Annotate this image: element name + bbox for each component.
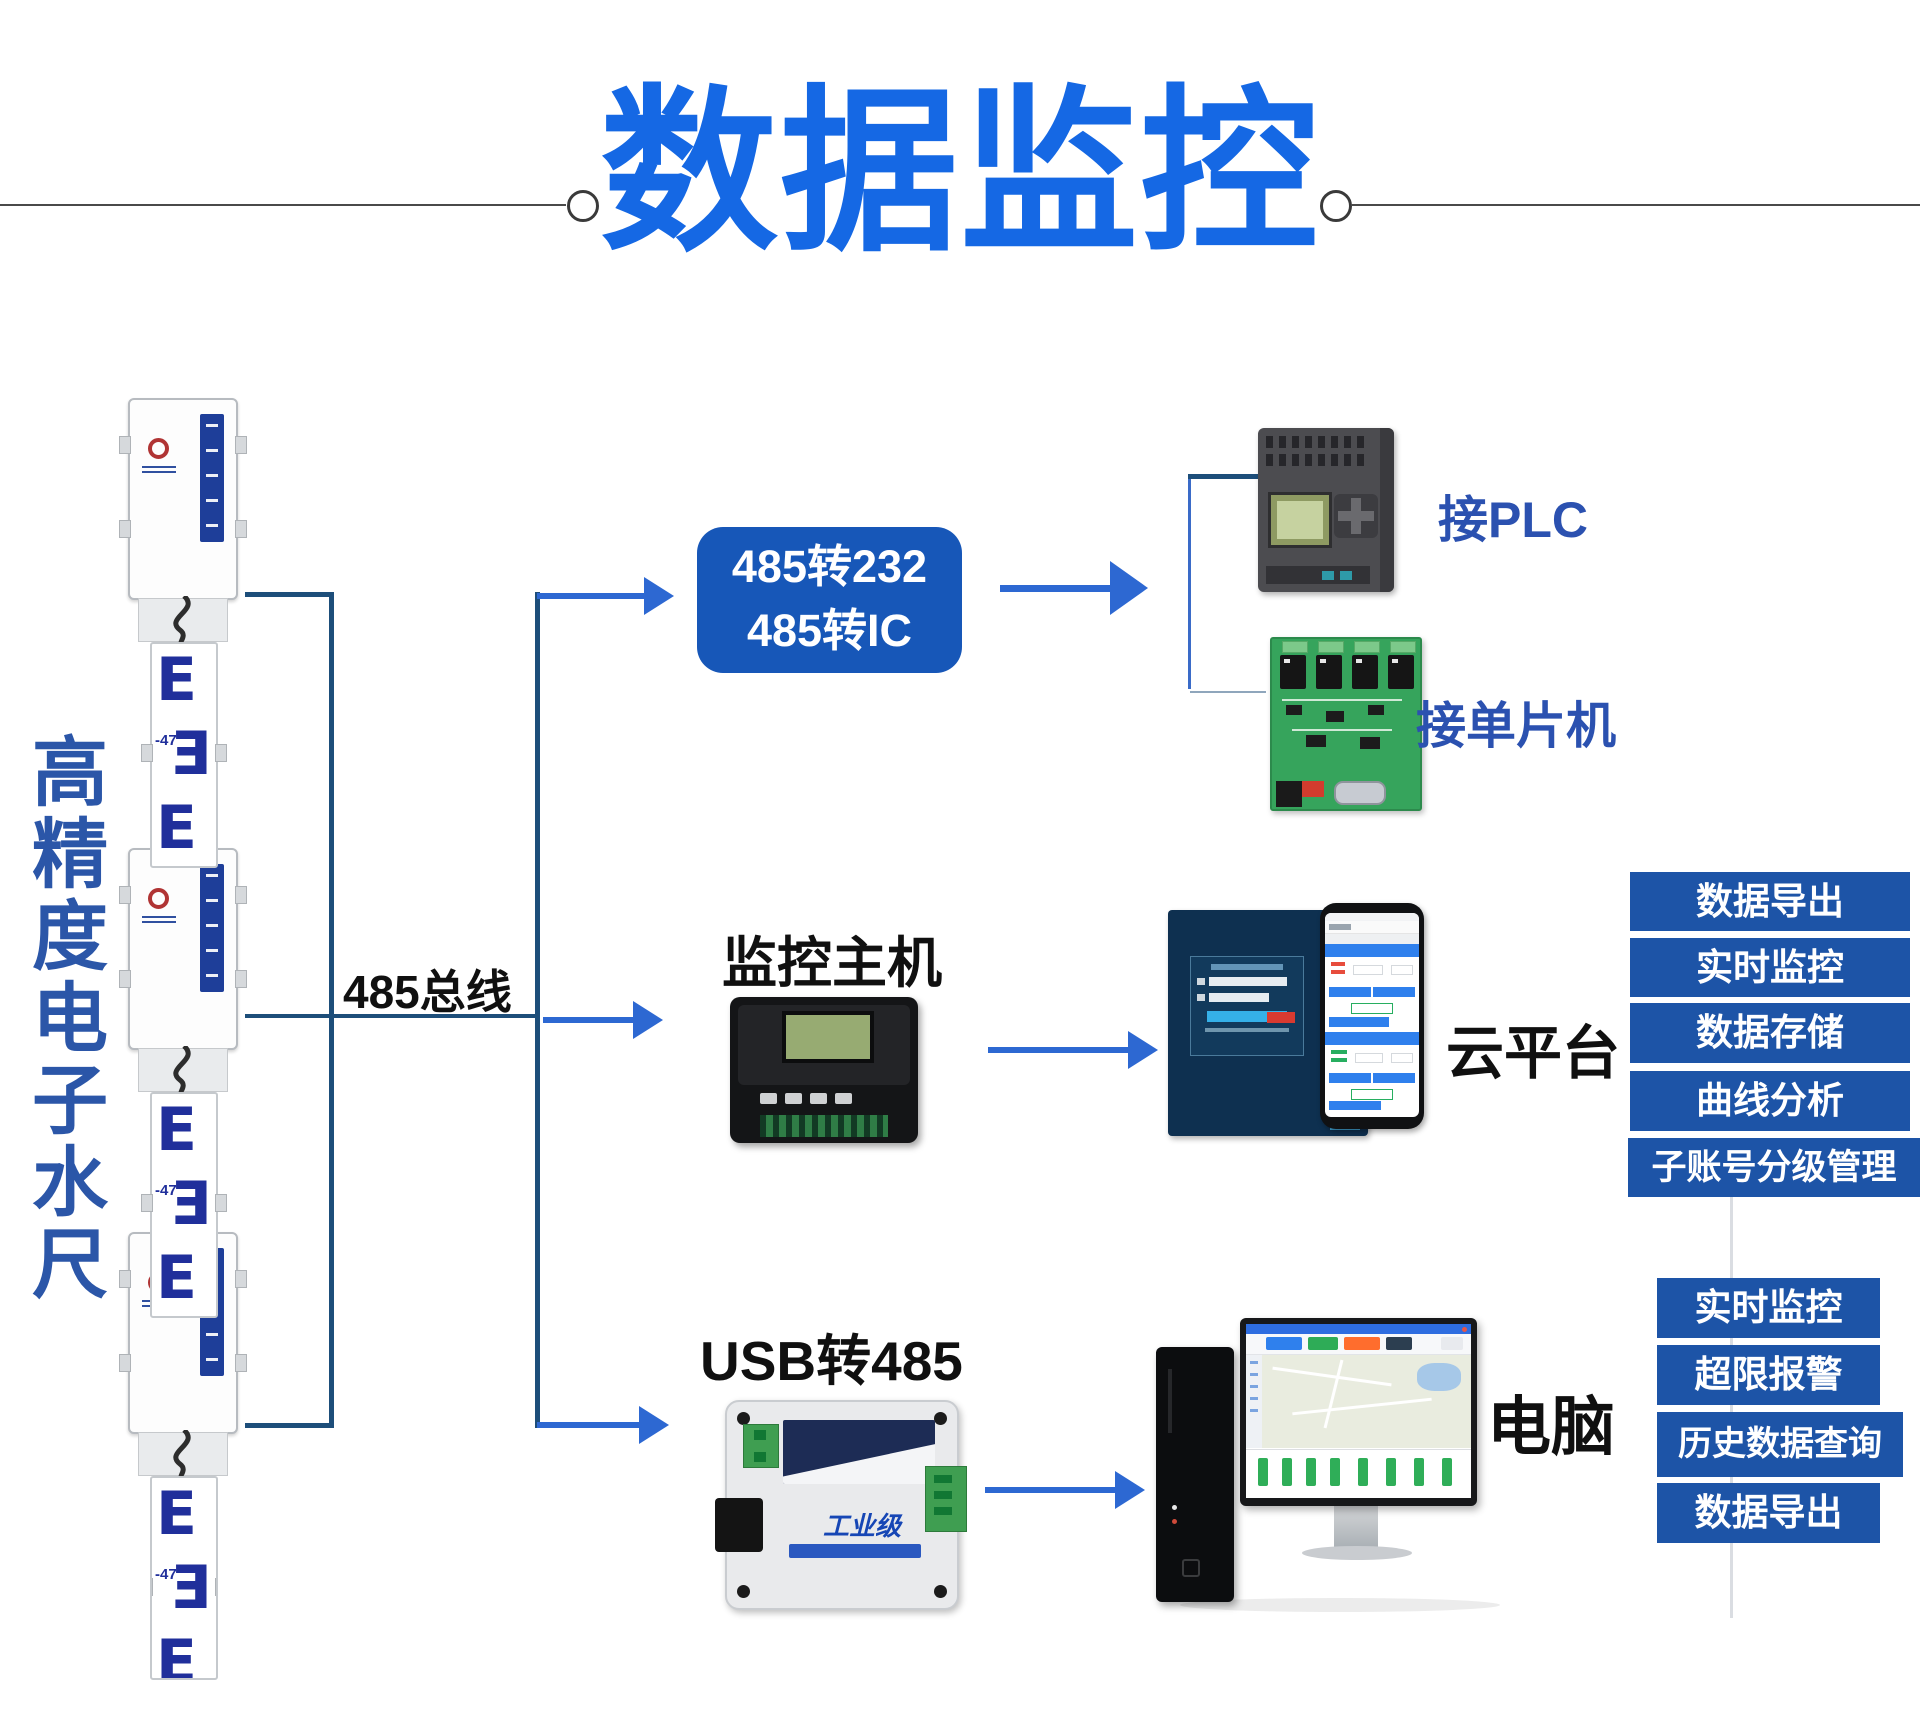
bus-stub-gauge1 (245, 592, 334, 597)
cloud-phone-image (1320, 903, 1424, 1129)
gauge-spec-strip (200, 864, 224, 992)
usb-caption: USB转485 (700, 1330, 963, 1392)
bus-label: 485总线 (343, 966, 512, 1018)
gauge-ruler: E E E -47 (150, 1476, 218, 1680)
title-decor-line-right (1351, 204, 1920, 206)
host-device-image (730, 997, 918, 1143)
converter-line2: 485转IC (746, 604, 913, 656)
cloud-login-captcha (1267, 1012, 1295, 1023)
ruler-e-mark-flipped: E (171, 1169, 212, 1239)
ruler-e-mark-flipped: E (171, 719, 212, 789)
page-title: 数据监控 (600, 73, 1320, 272)
usb-terminal-right (925, 1466, 967, 1532)
pc-caption: 电脑 (1487, 1391, 1615, 1463)
mcu-caption: 接单片机 (1416, 698, 1616, 754)
plc-module-image (1258, 428, 1394, 592)
cloud-feature-export: 数据导出 (1630, 872, 1910, 931)
mcu-board-image (1270, 637, 1422, 811)
gauge-logo-icon (148, 438, 169, 459)
pc-feature-export: 数据导出 (1657, 1483, 1880, 1543)
cloud-caption: 云平台 (1446, 1021, 1621, 1086)
arrow-host-to-cloud (988, 1031, 1158, 1069)
ruler-e-mark: E (156, 793, 197, 863)
gauge-cable (173, 1046, 191, 1094)
usb-converter-image: 工业级 (715, 1400, 967, 1610)
title-decor-line-left (0, 204, 566, 206)
gauge-ruler: E E E -47 (141, 1092, 227, 1318)
pc-feature-realtime: 实时监控 (1657, 1278, 1880, 1338)
ruler-e-mark: E (156, 1479, 197, 1549)
arrow-bus-to-converter (537, 577, 674, 615)
cloud-feature-realtime: 实时监控 (1630, 938, 1910, 997)
monitor-stand (1334, 1504, 1378, 1548)
bus-stub-gauge2 (245, 1014, 539, 1018)
mcu-dip-switch (1302, 781, 1324, 797)
bracket-stub-mcu (1190, 691, 1266, 693)
mcu-serial-port (1334, 781, 1386, 805)
host-caption: 监控主机 (722, 932, 943, 994)
usb-device-text: 工业级 (823, 1511, 902, 1541)
pc-tower-image (1156, 1347, 1234, 1602)
ruler-e-mark: E (156, 1095, 197, 1165)
arrow-bus-to-usb (537, 1406, 669, 1444)
monitor-base (1302, 1546, 1412, 1560)
host-terminal-block (760, 1115, 888, 1137)
converter-box: 485转232 485转IC (697, 527, 962, 673)
ruler-e-mark-flipped: E (171, 1553, 212, 1623)
bus-stub-gauge3 (245, 1423, 334, 1428)
cloud-feature-subaccount: 子账号分级管理 (1628, 1138, 1920, 1197)
pc-floor-shadow (1180, 1598, 1500, 1612)
pc-monitor-image (1240, 1318, 1477, 1506)
ruler-number: -47 (155, 1182, 177, 1199)
arrow-usb-to-pc (985, 1471, 1145, 1509)
arrow-bus-to-host (543, 1001, 663, 1039)
usb-port (715, 1498, 763, 1552)
ruler-e-mark: E (156, 1627, 197, 1680)
gauge-cable (173, 596, 191, 644)
converter-line1: 485转232 (731, 541, 928, 592)
gauge-cable (173, 1430, 191, 1478)
bracket-stub-plc (1188, 474, 1260, 479)
arrow-converter-to-devices (1000, 561, 1148, 615)
title-decor-circle-right (1320, 190, 1352, 222)
plc-dpad (1334, 494, 1378, 538)
gauge-logo-icon (148, 888, 169, 909)
feature-lists-connector (1730, 1197, 1733, 1618)
plc-mcu-bracket (1188, 477, 1191, 689)
cloud-feature-curve: 曲线分析 (1630, 1071, 1910, 1131)
ruler-number: -47 (155, 732, 177, 749)
pc-feature-history: 历史数据查询 (1657, 1412, 1903, 1477)
plc-caption: 接PLC (1438, 492, 1588, 548)
cloud-login-panel (1190, 956, 1304, 1056)
bus-vertical-left (329, 592, 334, 1428)
usb-terminal-left (743, 1424, 779, 1468)
ruler-e-mark: E (156, 1243, 197, 1313)
ruler-number: -47 (155, 1566, 177, 1583)
pc-feature-alarm: 超限报警 (1657, 1345, 1880, 1405)
bus-vertical-main (535, 592, 540, 1428)
gauge-spec-strip (200, 414, 224, 542)
gauge-ruler: E E E -47 (141, 642, 227, 868)
map-view (1262, 1355, 1471, 1448)
cloud-feature-storage: 数据存储 (1630, 1003, 1910, 1063)
cloud-login-button (1207, 1011, 1287, 1022)
water-gauge-caption: 高精度电子水尺 (20, 732, 105, 1306)
ruler-e-mark: E (156, 645, 197, 715)
title-decor-circle-left (567, 190, 599, 222)
